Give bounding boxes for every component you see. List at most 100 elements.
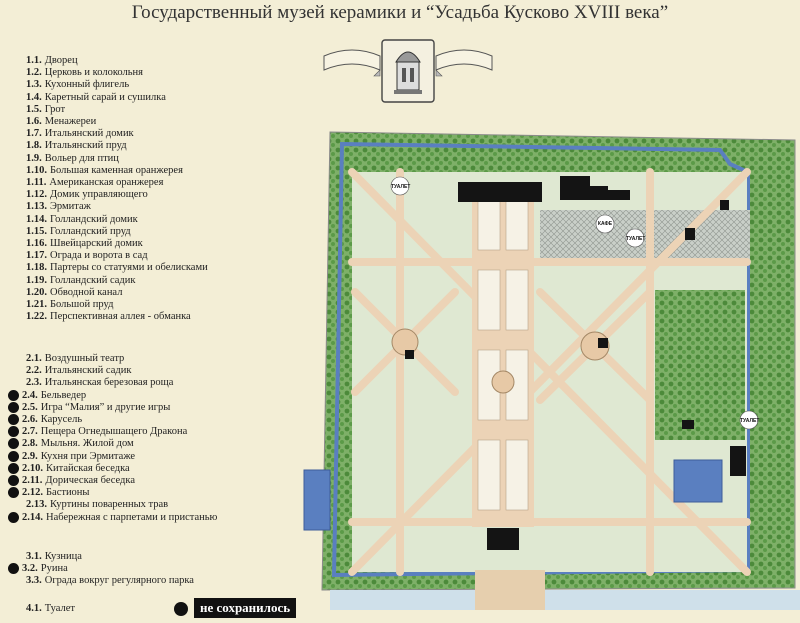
legend-number: 4.1. bbox=[26, 603, 42, 614]
legend-item: 2.5.Игра “Малия” и другие игры bbox=[8, 401, 170, 414]
cafe-label: КАФЕ bbox=[597, 221, 613, 227]
legend-label: Голландский садик bbox=[50, 274, 136, 286]
legend-number: 1.20. bbox=[26, 286, 47, 298]
legend-item: 2.6.Карусель bbox=[8, 413, 82, 426]
legend-item: 1.18.Партеры со статуями и обелисками bbox=[8, 261, 208, 274]
legend-number: 2.1. bbox=[26, 353, 42, 364]
lost-dot-icon bbox=[8, 475, 19, 486]
lost-note-text: не сохранилось bbox=[194, 598, 297, 618]
legend-item: 1.19.Голландский садик bbox=[8, 274, 136, 287]
parterre-beds bbox=[477, 199, 529, 511]
formal-garden bbox=[540, 210, 750, 262]
legend-number: 1.18. bbox=[26, 262, 47, 274]
estate-map bbox=[303, 131, 800, 610]
legend-label: Карусель bbox=[40, 414, 83, 425]
legend-label: Швейцарский домик bbox=[50, 238, 143, 249]
big-pond bbox=[330, 590, 800, 610]
legend-item: 1.15.Голландский пруд bbox=[8, 225, 131, 238]
legend-label: Итальянский домик bbox=[44, 128, 134, 140]
lost-dot-icon bbox=[8, 414, 19, 425]
alleys bbox=[348, 168, 751, 576]
legend-label: Итальянская березовая роща bbox=[44, 377, 174, 389]
legend-label: Бельведер bbox=[40, 389, 87, 401]
legend-label: Голландский домик bbox=[50, 213, 138, 225]
legend-number: 1.5. bbox=[26, 103, 42, 115]
legend-number: 1.21. bbox=[26, 299, 47, 310]
legend-number: 2.7. bbox=[22, 426, 38, 438]
legend-item: 3.2.Руина bbox=[8, 562, 68, 575]
legend-item: 1.7.Итальянский домик bbox=[8, 127, 134, 140]
legend-item: 2.12.Бастионы bbox=[8, 486, 89, 499]
buildings bbox=[405, 176, 746, 550]
legend-number: 2.10. bbox=[22, 462, 43, 474]
legend-label: Бастионы bbox=[46, 487, 90, 499]
legend-number: 2.5. bbox=[22, 401, 38, 413]
legend-number: 1.9. bbox=[26, 152, 42, 164]
dutch-house bbox=[405, 350, 414, 359]
legend-item: 1.22.Перспективная аллея - обманка bbox=[8, 310, 191, 323]
legend-label: Дорическая беседка bbox=[45, 475, 136, 486]
lost-dot-icon bbox=[8, 462, 19, 474]
lost-dot-icon bbox=[8, 401, 19, 413]
legend-item: 2.7.Пещера Огнедышащего Дракона bbox=[8, 425, 187, 438]
dutch-pond bbox=[303, 469, 331, 531]
legend-item: 2.1.Воздушный театр bbox=[8, 352, 124, 365]
legend-label: Перспективная аллея - обманка bbox=[50, 311, 191, 323]
legend-item: 1.13.Эрмитаж bbox=[8, 200, 91, 213]
legend-number: 1.19. bbox=[26, 274, 47, 286]
legend-item: 1.6.Менажереи bbox=[8, 115, 96, 128]
legend-item: 2.3.Итальянская березовая роща bbox=[8, 376, 173, 389]
legend-item: 1.17.Ограда и ворота в сад bbox=[8, 249, 148, 262]
legend-label: Кухонный флигель bbox=[44, 79, 130, 91]
hermitage bbox=[598, 338, 608, 348]
legend-label: Ограда вокруг регулярного парка bbox=[44, 575, 194, 587]
cafe-marker bbox=[595, 214, 615, 234]
legend-item: 1.21.Большой пруд bbox=[8, 298, 113, 311]
legend-item: 2.4.Бельведер bbox=[8, 389, 86, 402]
legend-number: 1.22. bbox=[26, 311, 47, 323]
legend-item: 2.2.Итальянский садик bbox=[8, 364, 131, 377]
palace bbox=[458, 182, 542, 202]
legend-label: Голландский пруд bbox=[50, 225, 131, 237]
legend-item: 2.14.Набережная с парпетами и пристанью bbox=[8, 511, 217, 524]
legend-number: 1.15. bbox=[26, 225, 47, 237]
lost-dot-icon bbox=[8, 389, 19, 401]
legend-number: 1.3. bbox=[26, 79, 42, 91]
legend-item: 1.4.Каретный сарай и сушилка bbox=[8, 91, 166, 104]
legend-label: Набережная с парпетами и пристанью bbox=[46, 511, 218, 523]
legend-number: 1.14. bbox=[26, 213, 47, 225]
legend-label: Вольер для птиц bbox=[44, 152, 119, 164]
legend-number: 2.4. bbox=[22, 389, 38, 401]
legend-item: 3.1.Кузница bbox=[8, 550, 82, 563]
legend-number: 3.3. bbox=[26, 575, 42, 587]
legend-number: 2.11. bbox=[22, 475, 43, 486]
legend-number: 1.1. bbox=[26, 55, 42, 66]
legend-item: 1.5.Грот bbox=[8, 103, 65, 116]
legend-number: 2.8. bbox=[22, 438, 38, 450]
legend-number: 2.9. bbox=[22, 450, 38, 462]
lost-dot-icon bbox=[8, 438, 19, 450]
legend-item: 1.2.Церковь и колокольня bbox=[8, 66, 143, 79]
wc-markers bbox=[390, 176, 759, 430]
legend-number: 1.16. bbox=[26, 238, 47, 249]
lost-dot-icon bbox=[8, 487, 19, 499]
legend-label: Эрмитаж bbox=[50, 201, 91, 213]
legend-label: Каретный сарай и сушилка bbox=[44, 91, 166, 103]
legend-item: 2.9.Кухня при Эрмитаже bbox=[8, 450, 135, 463]
legend-number: 1.6. bbox=[26, 116, 42, 127]
legend-label: Руина bbox=[40, 563, 68, 575]
legend-label: Куртины поваренных трав bbox=[50, 499, 169, 511]
legend-label: Ограда и ворота в сад bbox=[50, 250, 148, 262]
legend-label: Туалет bbox=[44, 603, 75, 614]
legend-number: 2.13. bbox=[26, 499, 47, 511]
legend-label: Домик управляющего bbox=[50, 189, 148, 201]
italian-garden bbox=[655, 290, 745, 440]
legend-label: Китайская беседка bbox=[46, 462, 130, 474]
carriage-shed bbox=[590, 190, 630, 200]
legend-label: Большая каменная оранжерея bbox=[50, 164, 183, 176]
legend-item: 1.1.Дворец bbox=[8, 54, 78, 67]
legend-item: 1.11.Американская оранжерея bbox=[8, 176, 163, 189]
legend-label: Партеры со статуями и обелисками bbox=[50, 262, 208, 274]
legend-item: 1.14.Голландский домик bbox=[8, 213, 138, 226]
legend-item: 1.8.Итальянский пруд bbox=[8, 139, 127, 152]
